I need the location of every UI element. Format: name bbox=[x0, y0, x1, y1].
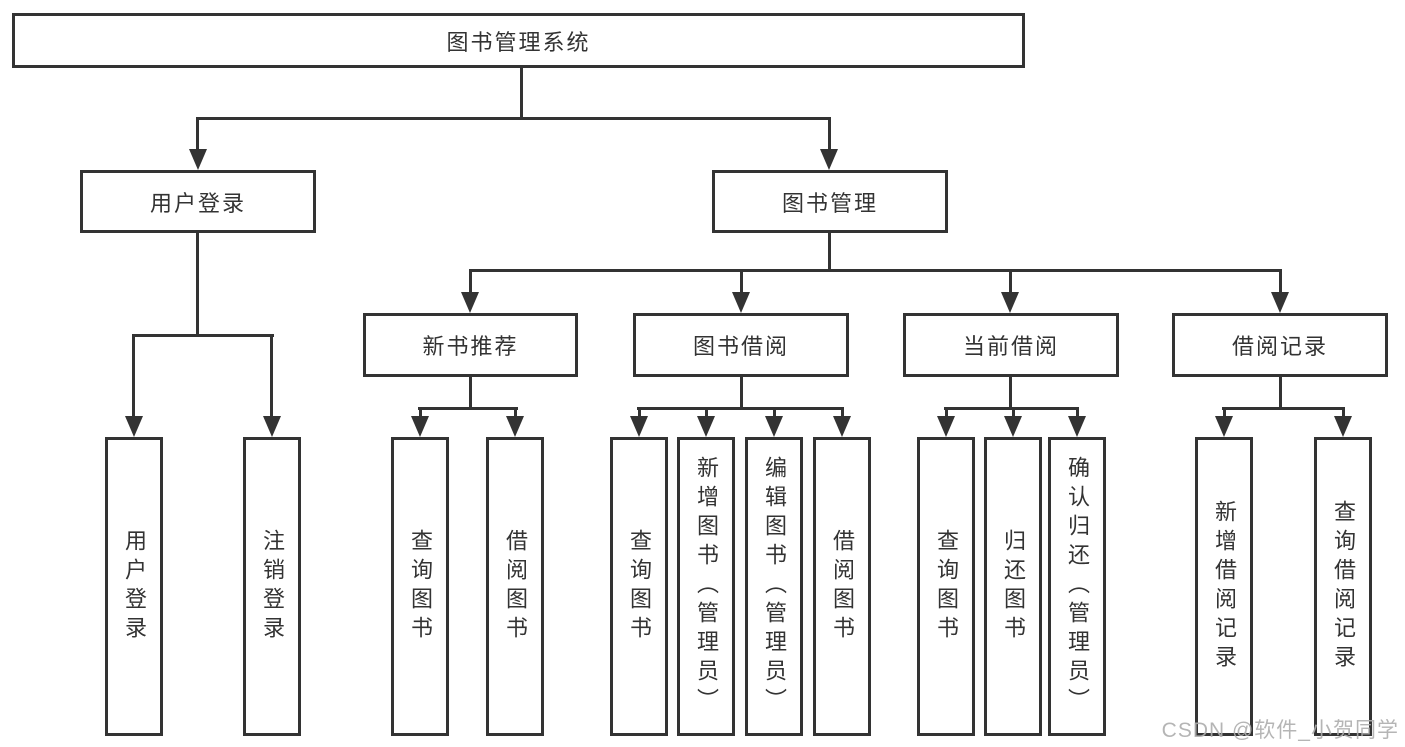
connector-line bbox=[469, 269, 472, 295]
arrow-down-icon bbox=[411, 416, 429, 437]
leaf-label: 查询图书 bbox=[934, 528, 959, 645]
node-book-management: 图书管理 bbox=[712, 170, 948, 233]
leaf-label: 借阅图书 bbox=[830, 528, 855, 645]
connector-line bbox=[197, 117, 831, 120]
connector-line bbox=[1009, 375, 1012, 409]
leaf-user-login: 用户登录 bbox=[105, 437, 163, 736]
leaf-borrow-books-recommend: 借阅图书 bbox=[486, 437, 544, 736]
connector-line bbox=[469, 375, 472, 409]
leaf-query-books-borrow: 查询图书 bbox=[610, 437, 668, 736]
connector-line bbox=[196, 117, 199, 152]
connector-line bbox=[1279, 269, 1282, 295]
arrow-down-icon bbox=[125, 416, 143, 437]
arrow-down-icon bbox=[1215, 416, 1233, 437]
node-module-book-borrow: 图书借阅 bbox=[633, 313, 849, 377]
connector-line bbox=[638, 407, 641, 419]
leaf-add-book-admin: 新增图书（管理员） bbox=[677, 437, 735, 736]
leaf-return-books: 归还图书 bbox=[984, 437, 1042, 736]
connector-line bbox=[469, 269, 1282, 272]
connector-line bbox=[944, 407, 1079, 410]
connector-line bbox=[1342, 407, 1345, 419]
connector-line bbox=[514, 407, 517, 419]
connector-line bbox=[945, 407, 948, 419]
arrow-down-icon bbox=[732, 292, 750, 313]
connector-line bbox=[1009, 269, 1012, 295]
watermark: CSDN @软件_小贺同学 bbox=[1161, 719, 1399, 742]
arrow-down-icon bbox=[697, 416, 715, 437]
node-module-current-borrow: 当前借阅 bbox=[903, 313, 1119, 377]
node-user-login: 用户登录 bbox=[80, 170, 316, 233]
connector-line bbox=[1222, 407, 1345, 410]
connector-line bbox=[740, 375, 743, 409]
arrow-down-icon bbox=[765, 416, 783, 437]
connector-line bbox=[419, 407, 422, 419]
connector-line bbox=[132, 334, 135, 419]
leaf-label: 编辑图书（管理员） bbox=[762, 456, 787, 717]
connector-line bbox=[1012, 407, 1015, 419]
connector-line bbox=[520, 66, 523, 119]
leaf-query-borrow-record: 查询借阅记录 bbox=[1314, 437, 1372, 736]
connector-line bbox=[1279, 375, 1282, 409]
arrow-down-icon bbox=[820, 149, 838, 170]
connector-line bbox=[773, 407, 776, 419]
connector-line bbox=[270, 334, 273, 419]
arrow-down-icon bbox=[189, 149, 207, 170]
arrow-down-icon bbox=[630, 416, 648, 437]
connector-line bbox=[132, 334, 274, 337]
arrow-down-icon bbox=[1004, 416, 1022, 437]
connector-line bbox=[1076, 407, 1079, 419]
arrow-down-icon bbox=[1334, 416, 1352, 437]
arrow-down-icon bbox=[1001, 292, 1019, 313]
node-library-management-system: 图书管理系统 bbox=[12, 13, 1025, 68]
connector-line bbox=[705, 407, 708, 419]
arrow-down-icon bbox=[1068, 416, 1086, 437]
connector-line bbox=[828, 117, 831, 152]
leaf-label: 查询借阅记录 bbox=[1331, 499, 1356, 674]
leaf-label: 查询图书 bbox=[408, 528, 433, 645]
arrow-down-icon bbox=[263, 416, 281, 437]
leaf-label: 确认归还（管理员） bbox=[1065, 456, 1090, 717]
connector-line bbox=[418, 407, 518, 410]
connector-line bbox=[841, 407, 844, 419]
connector-line bbox=[196, 232, 199, 336]
connector-line bbox=[637, 407, 844, 410]
leaf-label: 新增借阅记录 bbox=[1212, 499, 1237, 674]
leaf-add-borrow-record: 新增借阅记录 bbox=[1195, 437, 1253, 736]
arrow-down-icon bbox=[833, 416, 851, 437]
leaf-query-books-current: 查询图书 bbox=[917, 437, 975, 736]
leaf-label: 查询图书 bbox=[627, 528, 652, 645]
leaf-label: 借阅图书 bbox=[503, 528, 528, 645]
arrow-down-icon bbox=[937, 416, 955, 437]
arrow-down-icon bbox=[1271, 292, 1289, 313]
leaf-label: 新增图书（管理员） bbox=[694, 456, 719, 717]
leaf-label: 注销登录 bbox=[260, 528, 285, 645]
node-module-borrow-records: 借阅记录 bbox=[1172, 313, 1388, 377]
leaf-label: 归还图书 bbox=[1001, 528, 1026, 645]
leaf-logout: 注销登录 bbox=[243, 437, 301, 736]
node-module-new-book-recommend: 新书推荐 bbox=[363, 313, 578, 377]
leaf-query-books-recommend: 查询图书 bbox=[391, 437, 449, 736]
leaf-borrow-books: 借阅图书 bbox=[813, 437, 871, 736]
connector-line bbox=[740, 269, 743, 295]
leaf-confirm-return-admin: 确认归还（管理员） bbox=[1048, 437, 1106, 736]
arrow-down-icon bbox=[506, 416, 524, 437]
connector-line bbox=[1223, 407, 1226, 419]
leaf-edit-book-admin: 编辑图书（管理员） bbox=[745, 437, 803, 736]
leaf-label: 用户登录 bbox=[122, 528, 147, 645]
arrow-down-icon bbox=[461, 292, 479, 313]
connector-line bbox=[828, 232, 831, 271]
